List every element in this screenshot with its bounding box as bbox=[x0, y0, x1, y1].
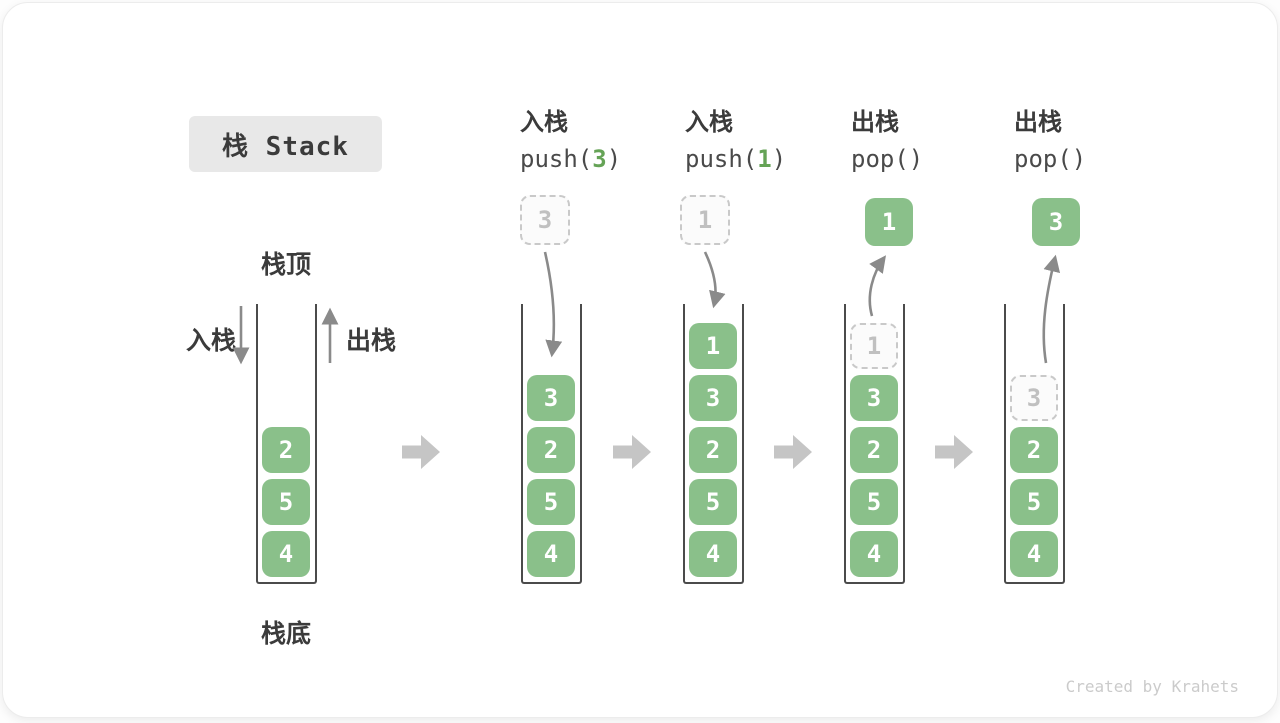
stack-cell: 3 bbox=[527, 375, 575, 421]
stack-after-push-1 bbox=[683, 304, 744, 584]
stack-cell: 4 bbox=[262, 531, 310, 577]
floating-cell: 1 bbox=[680, 195, 730, 245]
op-code: pop() bbox=[1014, 145, 1086, 173]
op-label-push-3: 入栈 push(3) bbox=[520, 109, 621, 173]
title-box: 栈 Stack bbox=[189, 116, 382, 172]
code-close: ) bbox=[771, 145, 787, 173]
stack-cell: 2 bbox=[689, 427, 737, 473]
stack-after-pop-3 bbox=[1004, 304, 1065, 584]
push-3-arrow bbox=[543, 251, 563, 358]
stack-cell: 5 bbox=[689, 479, 737, 525]
stack-cell: 3 bbox=[850, 375, 898, 421]
stack-top-label: 栈顶 bbox=[260, 251, 311, 279]
code-fn: push( bbox=[685, 145, 758, 173]
transition-arrow-3 bbox=[774, 435, 812, 469]
code-arg: 1 bbox=[757, 145, 772, 173]
op-name: 入栈 bbox=[520, 109, 568, 136]
stack-after-pop-1 bbox=[844, 304, 905, 584]
stack-cell: 2 bbox=[850, 427, 898, 473]
op-label-pop-second: 出栈 pop() bbox=[1014, 109, 1086, 173]
stack-cell: 4 bbox=[689, 531, 737, 577]
push-direction-label: 入栈 bbox=[186, 327, 237, 355]
stack-cell: 4 bbox=[1010, 531, 1058, 577]
stack-cell: 4 bbox=[527, 531, 575, 577]
stack-after-push-3 bbox=[521, 304, 582, 584]
stack-cell: 5 bbox=[262, 479, 310, 525]
stack-cell: 3 bbox=[689, 375, 737, 421]
code-close: ) bbox=[606, 145, 622, 173]
title-text: 栈 Stack bbox=[222, 131, 349, 162]
stack-cell: 5 bbox=[1010, 479, 1058, 525]
stack-cell: 2 bbox=[527, 427, 575, 473]
stack-cell: 5 bbox=[850, 479, 898, 525]
code-close: ) bbox=[1071, 145, 1087, 173]
stack-bottom-label: 栈底 bbox=[260, 620, 311, 648]
op-code: pop() bbox=[851, 145, 923, 173]
stack-initial bbox=[256, 304, 317, 584]
code-fn: push( bbox=[520, 145, 593, 173]
op-code: push(3) bbox=[520, 145, 621, 173]
stack-cell: 4 bbox=[850, 531, 898, 577]
code-fn: pop( bbox=[1014, 145, 1072, 173]
code-arg: 3 bbox=[592, 145, 607, 173]
stack-cell: 1 bbox=[850, 323, 898, 369]
pop-direction-label: 出栈 bbox=[346, 327, 397, 355]
push-1-arrow bbox=[703, 251, 726, 309]
floating-cell: 1 bbox=[865, 198, 913, 246]
op-label-pop-first: 出栈 pop() bbox=[851, 109, 923, 173]
stack-cell: 1 bbox=[689, 323, 737, 369]
transition-arrow-1 bbox=[402, 435, 440, 469]
op-label-push-1: 入栈 push(1) bbox=[685, 109, 786, 173]
stack-cell: 2 bbox=[1010, 427, 1058, 473]
stack-cell: 5 bbox=[527, 479, 575, 525]
transition-arrow-4 bbox=[935, 435, 973, 469]
floating-cell: 3 bbox=[1032, 198, 1080, 246]
watermark: Created by Krahets bbox=[1065, 677, 1239, 696]
stack-cell: 3 bbox=[1010, 375, 1058, 421]
pop-3-arrow bbox=[1042, 254, 1061, 364]
pop-1-arrow bbox=[868, 255, 886, 317]
transition-arrow-2 bbox=[613, 435, 651, 469]
code-fn: pop( bbox=[851, 145, 909, 173]
code-close: ) bbox=[908, 145, 924, 173]
floating-cell: 3 bbox=[520, 195, 570, 245]
op-code: push(1) bbox=[685, 145, 786, 173]
op-name: 出栈 bbox=[1014, 109, 1062, 136]
arrows-overlay bbox=[232, 251, 1061, 365]
stack-cell: 2 bbox=[262, 427, 310, 473]
op-name: 入栈 bbox=[685, 109, 733, 136]
op-name: 出栈 bbox=[851, 109, 899, 136]
